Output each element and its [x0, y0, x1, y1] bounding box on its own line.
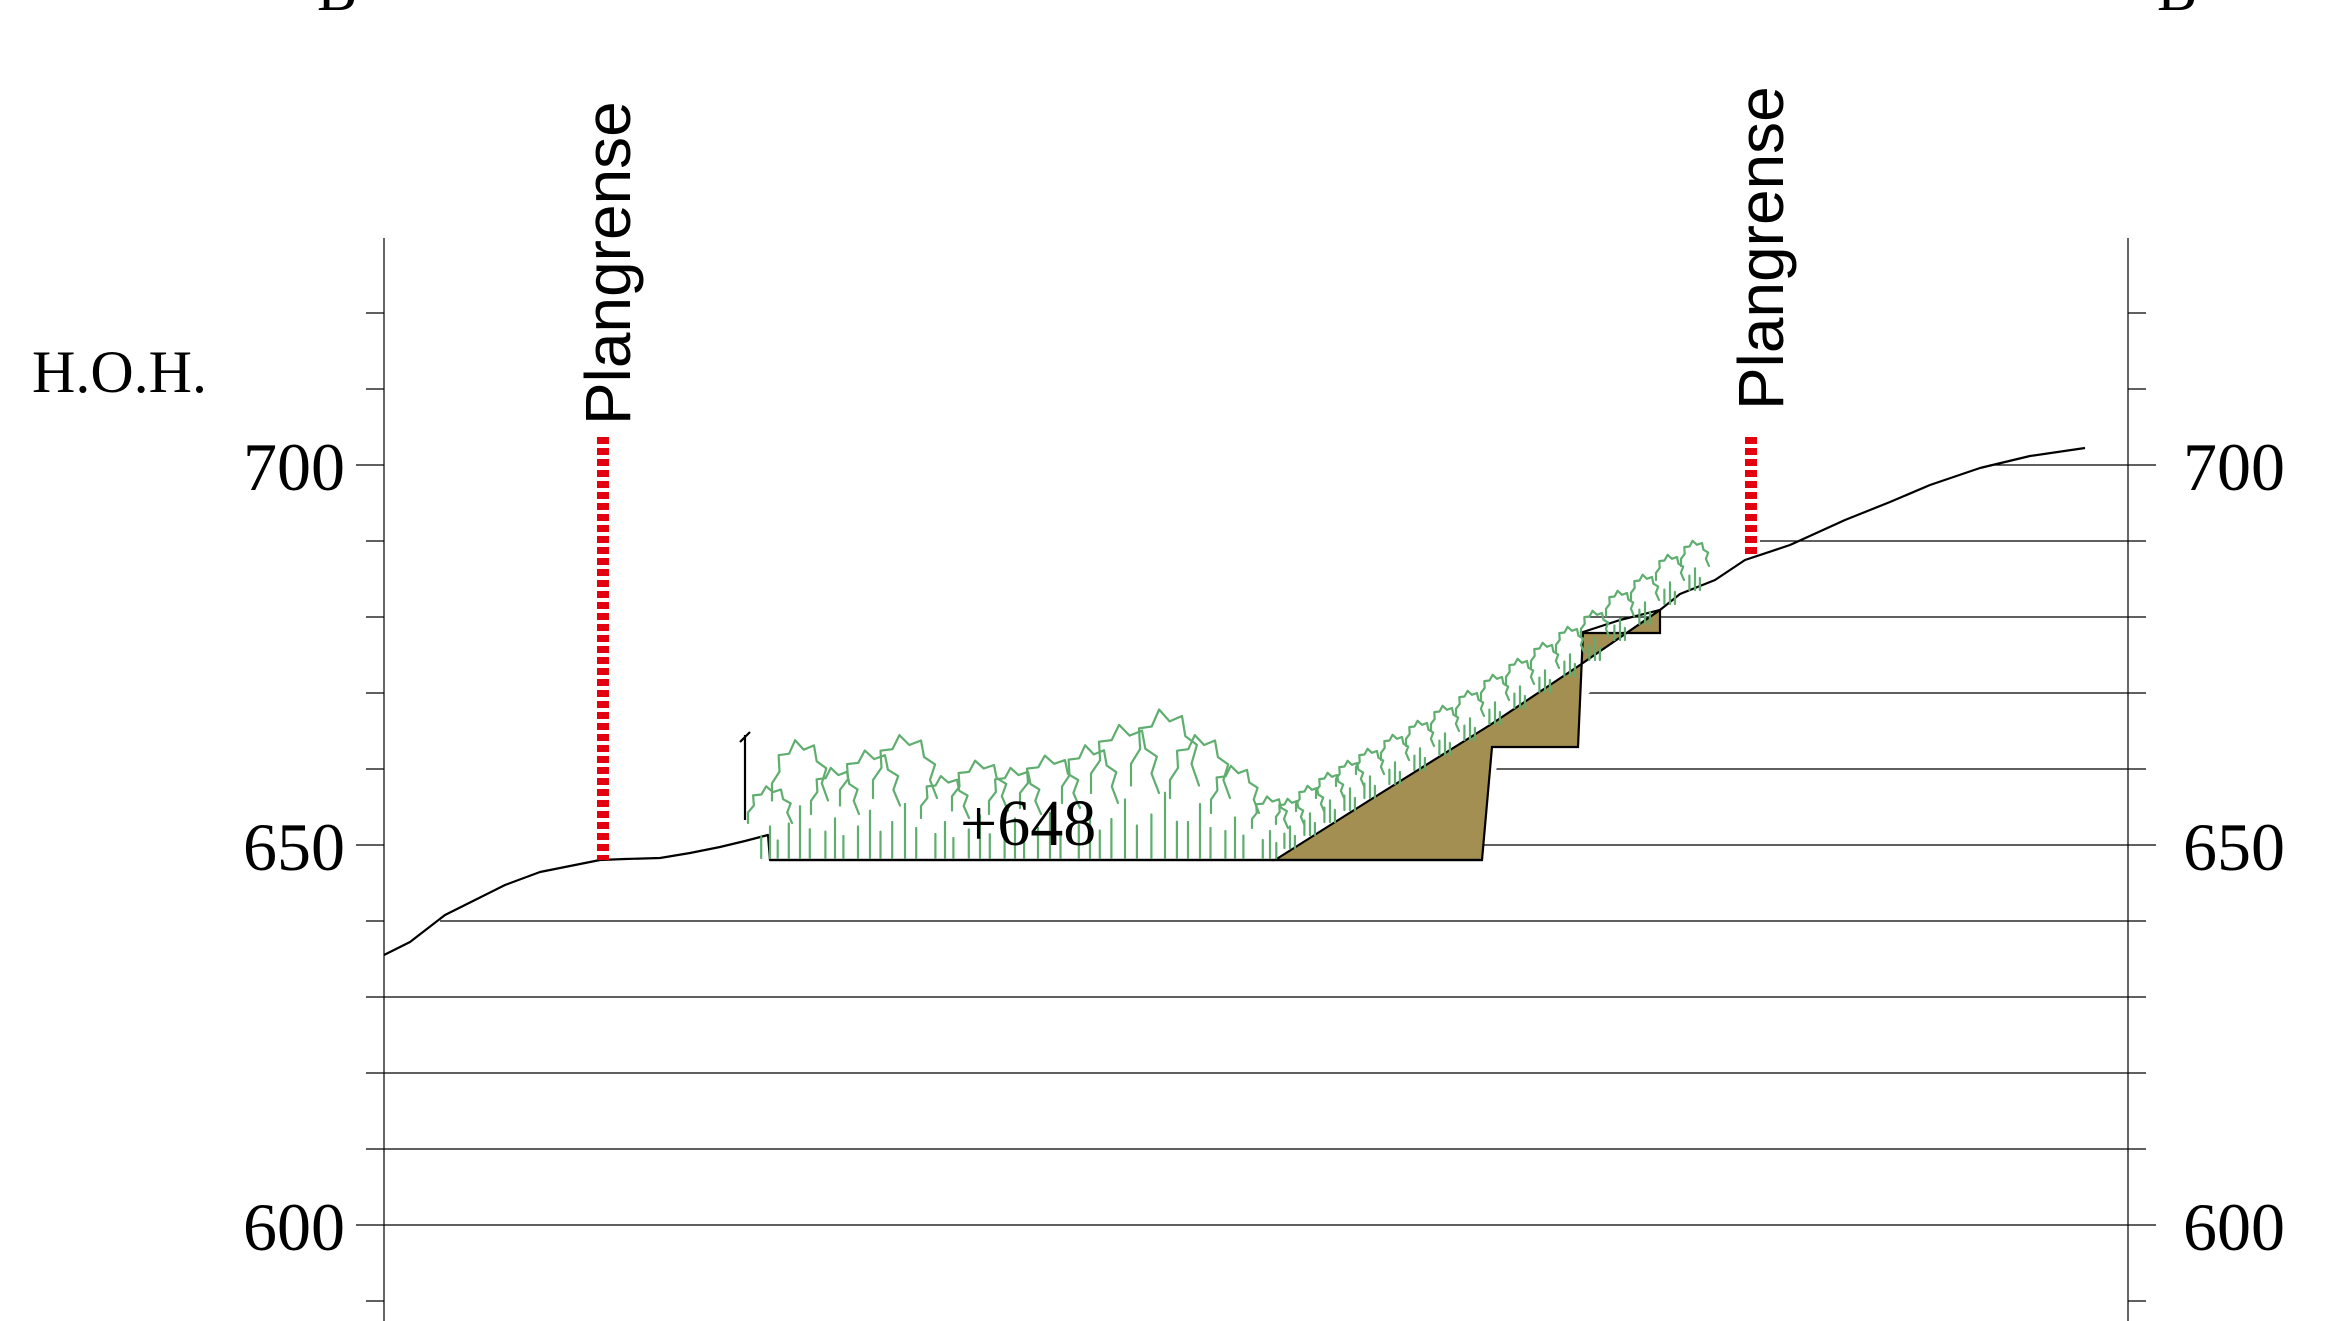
earth-fill	[1271, 607, 1662, 862]
tree-slope-1	[1274, 797, 1306, 850]
elevation-label-right-650: 650	[2183, 809, 2285, 885]
tree-slope-18	[1679, 539, 1711, 592]
tree-platform-3	[809, 766, 861, 860]
tree-platform-5	[871, 734, 939, 860]
elevation-label-right-600: 600	[2183, 1189, 2285, 1265]
vegetation-slope	[1274, 539, 1711, 850]
tree-slope-11	[1504, 657, 1536, 710]
tree-slope-8	[1429, 704, 1461, 757]
tree-platform-10	[1060, 744, 1120, 860]
tree-slope-4	[1334, 759, 1366, 812]
section-marker-right: B	[2157, 0, 2197, 23]
tree-slope-16	[1629, 573, 1661, 626]
plan-boundary-label-left: Plangrense	[572, 101, 644, 425]
tree-platform-6	[919, 775, 971, 860]
datum-label: H.O.H.	[32, 339, 207, 405]
section-marker-left: B	[317, 0, 357, 23]
tree-slope-15	[1604, 589, 1636, 642]
tree-platform-8	[987, 766, 1043, 860]
elevation-ticks	[356, 312, 2156, 1302]
tree-platform-12	[1129, 708, 1201, 860]
plan-boundary-label-right: Plangrense	[1725, 86, 1797, 410]
tree-slope-13	[1554, 625, 1586, 678]
tree-slope-10	[1479, 673, 1511, 726]
tree-platform-7	[950, 759, 1010, 860]
tree-platform-15	[1250, 795, 1290, 860]
elevation-label-right-700: 700	[2183, 429, 2285, 505]
tree-slope-3	[1314, 771, 1346, 824]
tree-platform-11	[1089, 723, 1161, 860]
terrain-profile	[383, 446, 2086, 956]
tree-slope-6	[1379, 733, 1411, 786]
elevation-label-left-600: 600	[243, 1189, 345, 1265]
tree-slope-2	[1294, 784, 1326, 837]
tree-slope-14	[1579, 609, 1611, 662]
tree-slope-17	[1654, 553, 1686, 606]
tree-platform-9	[1018, 754, 1082, 860]
tree-platform-4	[838, 749, 902, 860]
tree-slope-7	[1404, 719, 1436, 772]
vegetation-platform	[746, 708, 1290, 860]
elevation-label-left-700: 700	[243, 429, 345, 505]
elevation-label-left-650: 650	[243, 809, 345, 885]
tree-platform-1	[746, 785, 794, 860]
bank-edge-marks	[739, 731, 751, 820]
tree-platform-14	[1209, 764, 1261, 860]
tree-slope-9	[1454, 689, 1486, 742]
tree-slope-5	[1354, 747, 1386, 800]
tree-platform-2	[770, 739, 830, 860]
spot-level-label: +648	[960, 787, 1096, 860]
elevation-grid	[384, 464, 2128, 1226]
tree-platform-13	[1168, 734, 1232, 860]
tree-slope-12	[1529, 641, 1561, 694]
